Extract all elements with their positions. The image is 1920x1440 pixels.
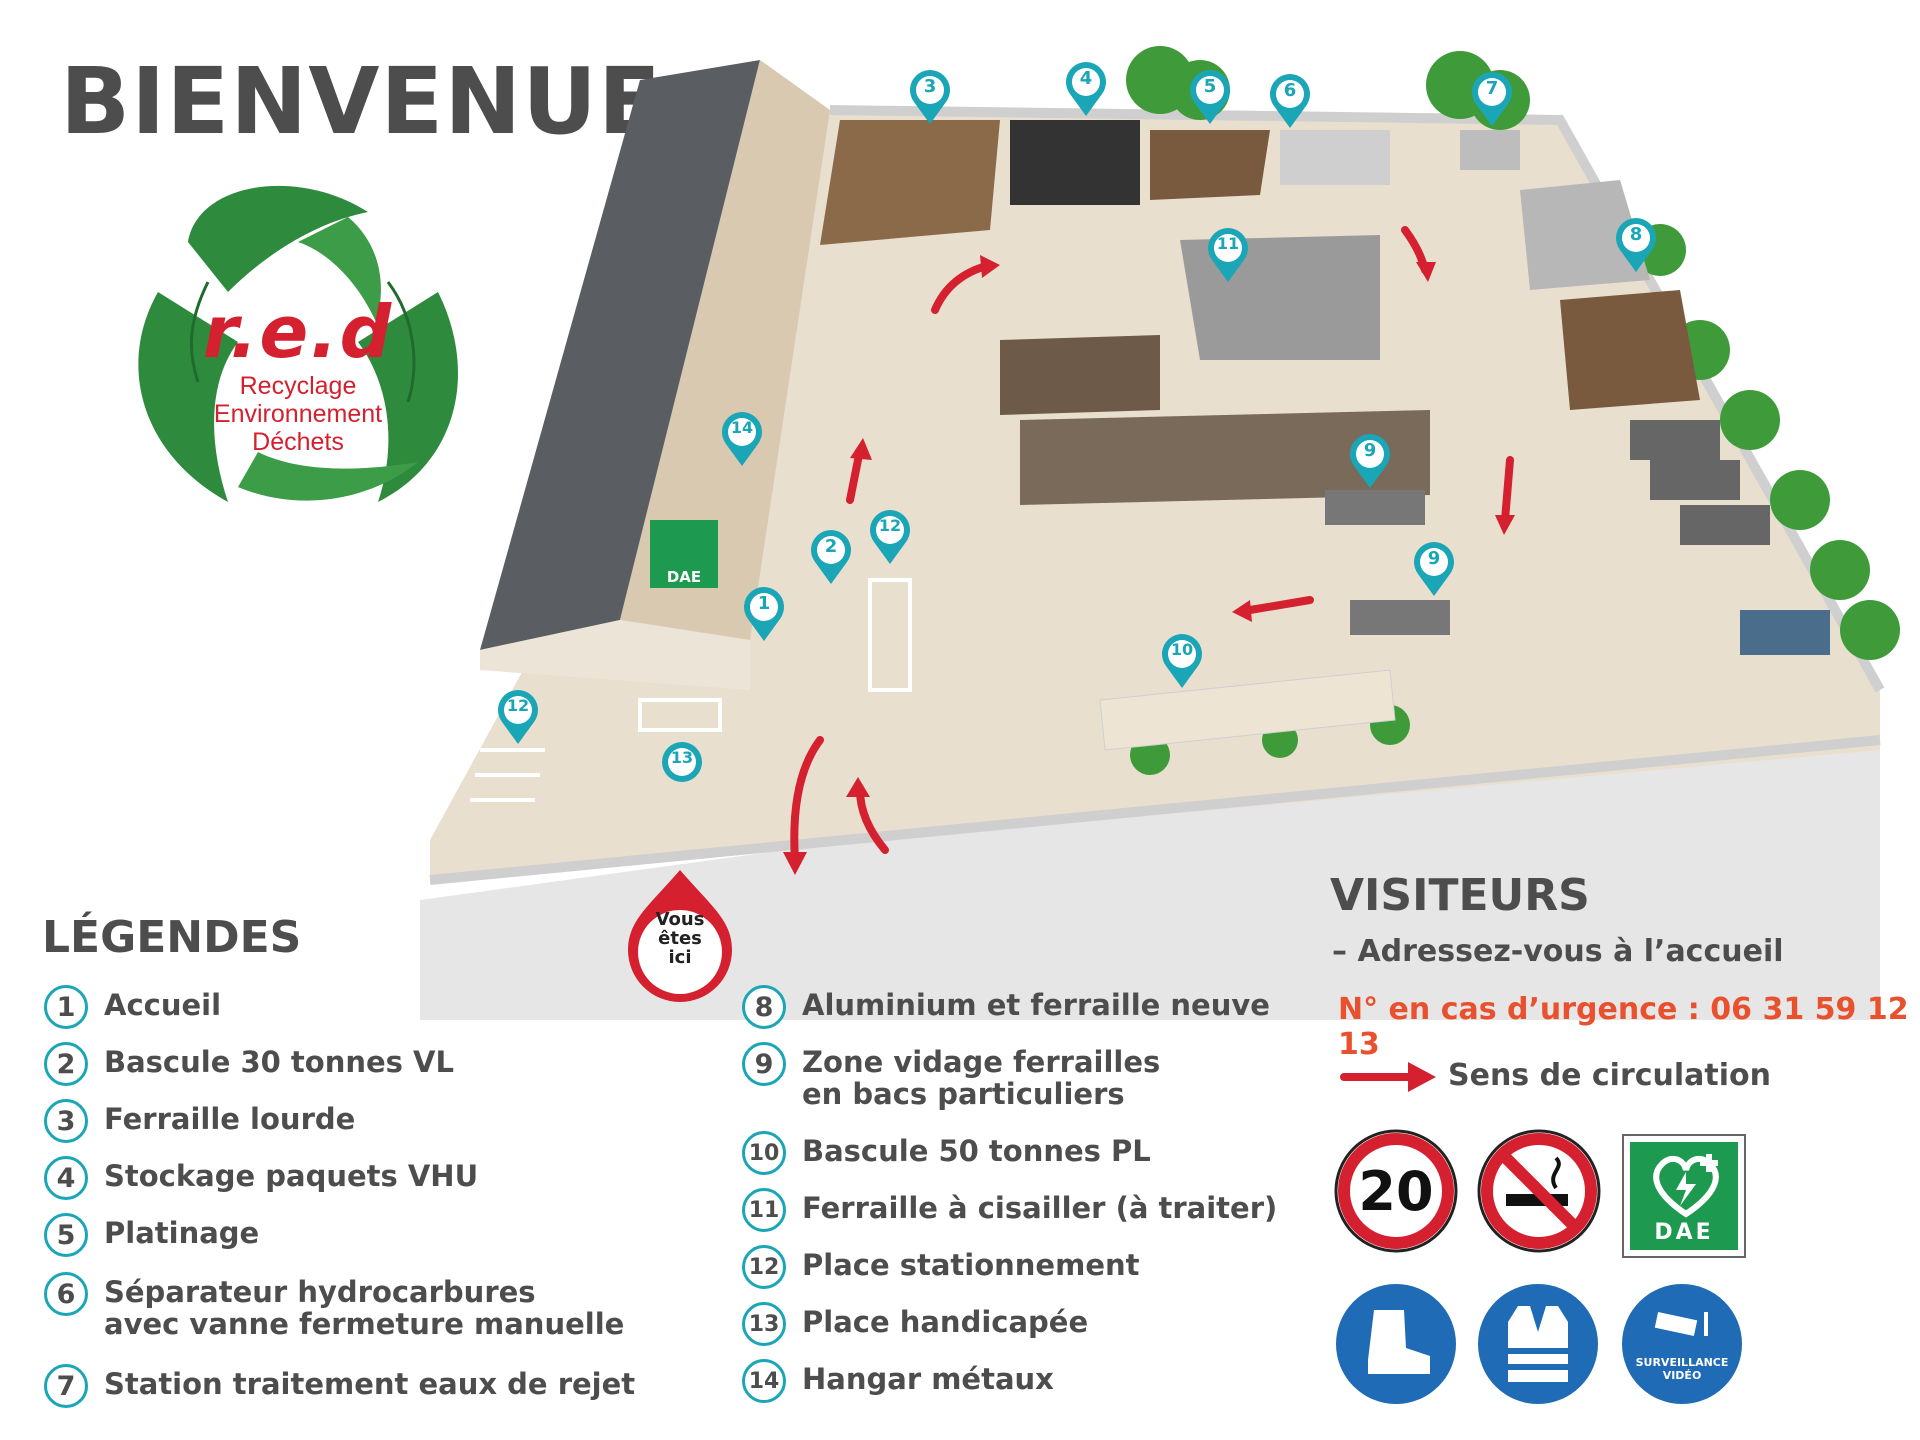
hangar-roof [480, 60, 760, 650]
map-pin-11[interactable]: 11 [1206, 226, 1250, 288]
legend-number: 8 [742, 985, 786, 1029]
you-are-here-marker [628, 870, 732, 1002]
map-pin-9b[interactable]: 9 [1412, 540, 1456, 602]
brand-line-1: Recyclage [239, 372, 357, 400]
speed-limit-value: 20 [1358, 1160, 1434, 1223]
map-pin-5[interactable]: 5 [1188, 68, 1232, 130]
legend-number: 9 [742, 1042, 786, 1086]
heart-icon [1653, 1154, 1719, 1218]
page-title: BIENVENUE [60, 48, 662, 155]
legend-number: 5 [44, 1213, 88, 1257]
brand-name: r.e.d [202, 290, 394, 374]
scrap-piles [820, 120, 1830, 751]
map-pin-6[interactable]: 6 [1268, 72, 1312, 134]
dae-sign: DAE [1622, 1134, 1746, 1258]
legend-number: 1 [44, 985, 88, 1029]
legend-title: LÉGENDES [42, 912, 302, 963]
parking-lines [470, 578, 912, 802]
dae-building-sign [650, 520, 718, 588]
safety-boots-icon [1336, 1284, 1456, 1404]
map-pin-2[interactable]: 2 [809, 528, 853, 590]
brand-line-2: Environnement [213, 400, 383, 428]
map-pin-3[interactable]: 3 [908, 68, 952, 130]
video-surveillance-icon [1622, 1284, 1742, 1404]
dae-building-label: DAE [666, 568, 702, 586]
map-pin-12a[interactable]: 12 [868, 508, 912, 570]
map-pin-12b[interactable]: 12 [496, 688, 540, 750]
map-pin-4[interactable]: 4 [1064, 60, 1108, 122]
emergency-number: N° en cas d’urgence : 06 31 59 12 13 [1338, 992, 1909, 1062]
map-pin-9a[interactable]: 9 [1348, 432, 1392, 494]
legend-number: 7 [44, 1364, 88, 1408]
map-pin-7[interactable]: 7 [1470, 70, 1514, 132]
legend-number: 2 [44, 1042, 88, 1086]
legend-number: 13 [742, 1302, 786, 1346]
arrow-heads [783, 255, 1515, 875]
map-pin-8[interactable]: 8 [1614, 216, 1658, 278]
brand-line-3: Déchets [252, 428, 344, 456]
hi-vis-vest-icon [1478, 1284, 1598, 1404]
dae-sign-label: DAE [1654, 1220, 1714, 1245]
map-pin-10[interactable]: 10 [1160, 632, 1204, 694]
circulation-label: Sens de circulation [1448, 1058, 1771, 1093]
hangar-wall [620, 60, 830, 640]
visitors-instruction: – Adressez-vous à l’accueil [1332, 934, 1784, 969]
legend-number: 10 [742, 1131, 786, 1175]
circulation-arrow-icon [1340, 1062, 1436, 1092]
red-logo: r.e.d Recyclage Environnement Déchets [118, 172, 478, 512]
speed-limit-icon [1334, 1129, 1458, 1253]
site-map [420, 46, 1900, 1020]
map-pin-14[interactable]: 14 [720, 410, 764, 472]
map-pin-13[interactable]: 13 [660, 740, 704, 788]
legend-number: 3 [44, 1099, 88, 1143]
legend-number: 11 [742, 1188, 786, 1232]
legend-number: 4 [44, 1156, 88, 1200]
leaf-icon [138, 185, 458, 502]
hangar-front [480, 620, 750, 690]
no-smoking-icon [1477, 1129, 1601, 1253]
map-pins: 1 2 3 4 5 6 7 8 9 9 10 11 12 12 13 14 DA… [496, 60, 1658, 968]
legend-number: 14 [742, 1359, 786, 1403]
legend-number: 12 [742, 1245, 786, 1289]
visitors-title: VISITEURS [1330, 870, 1590, 921]
legend-number: 6 [44, 1272, 88, 1316]
map-pin-1[interactable]: 1 [742, 585, 786, 647]
